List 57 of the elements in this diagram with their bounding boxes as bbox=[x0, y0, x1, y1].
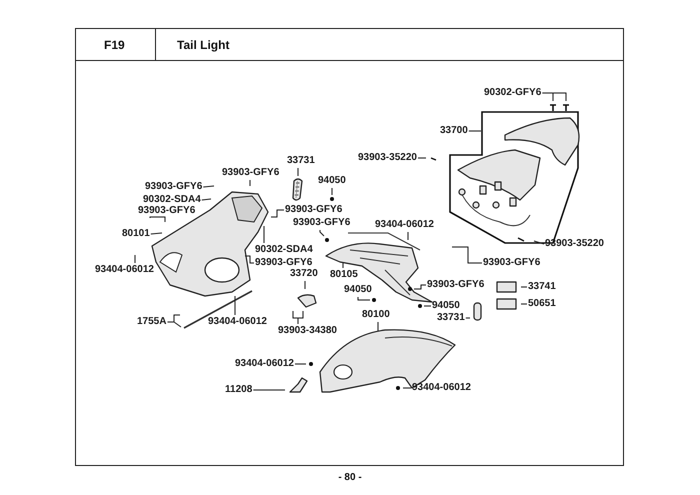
leader-line bbox=[202, 186, 214, 188]
part-number: 33741 bbox=[528, 281, 556, 293]
leader-line bbox=[150, 216, 166, 222]
part-number: 90302-SDA4 bbox=[143, 194, 201, 206]
leader-line bbox=[201, 198, 212, 200]
section-code: F19 bbox=[104, 38, 125, 52]
part-number: 93903-35220 bbox=[545, 238, 604, 250]
part-number: 50651 bbox=[528, 298, 556, 310]
part-number: 33720 bbox=[290, 268, 318, 280]
part-number: 93903-GFY6 bbox=[285, 204, 342, 216]
part-number: 1755A bbox=[137, 316, 166, 328]
leader-line bbox=[342, 262, 344, 268]
part-number: 94050 bbox=[318, 175, 346, 187]
part-number: 94050 bbox=[344, 284, 372, 296]
part-number: 93903-34380 bbox=[278, 325, 337, 337]
part-number: 93903-GFY6 bbox=[483, 257, 540, 269]
leader-line bbox=[292, 310, 304, 324]
part-number: 93903-GFY6 bbox=[255, 257, 312, 269]
part-number: 90302-SDA4 bbox=[255, 244, 313, 256]
leader-line bbox=[304, 280, 306, 290]
part-number: 93404-06012 bbox=[412, 382, 471, 394]
part-number: 93404-06012 bbox=[95, 264, 154, 276]
leader-line bbox=[234, 296, 236, 316]
part-number: 33731 bbox=[287, 155, 315, 167]
leader-line bbox=[520, 286, 528, 288]
leader-line bbox=[150, 232, 162, 234]
part-number: 93404-06012 bbox=[235, 358, 294, 370]
part-number: 90302-GFY6 bbox=[484, 87, 542, 99]
leader-line bbox=[134, 254, 136, 264]
part-number: 11208 bbox=[225, 384, 252, 396]
leader-line bbox=[414, 284, 426, 290]
part-number: 93903-GFY6 bbox=[427, 279, 484, 291]
page-number: - 80 - bbox=[337, 472, 363, 483]
part-number: 93903-GFY6 bbox=[145, 181, 202, 193]
part-number: 94050 bbox=[432, 300, 460, 312]
leader-line bbox=[244, 256, 254, 264]
part-number: 80105 bbox=[330, 269, 358, 281]
part-number: 93404-06012 bbox=[375, 219, 434, 231]
leader-line bbox=[358, 296, 370, 300]
leader-line bbox=[320, 230, 324, 236]
part-number: 33731 bbox=[437, 312, 465, 324]
page-title: Tail Light bbox=[177, 38, 230, 52]
part-number: 93903-GFY6 bbox=[138, 205, 196, 217]
part-number: 93404-06012 bbox=[208, 316, 267, 328]
leader-line bbox=[452, 246, 482, 264]
leader-line bbox=[468, 130, 482, 132]
leader-line bbox=[166, 314, 182, 328]
part-number: 93903-GFY6 bbox=[222, 167, 280, 179]
part-number: 80101 bbox=[122, 228, 150, 240]
part-number: 33700 bbox=[440, 125, 468, 137]
part-number: 93903-35220 bbox=[358, 152, 417, 164]
leader-line bbox=[270, 210, 284, 218]
part-number: 80100 bbox=[362, 309, 390, 321]
part-number: 93903-GFY6 bbox=[293, 217, 350, 229]
leader-line bbox=[534, 240, 544, 244]
leader-line bbox=[542, 92, 566, 102]
reflector-picture bbox=[292, 177, 303, 203]
